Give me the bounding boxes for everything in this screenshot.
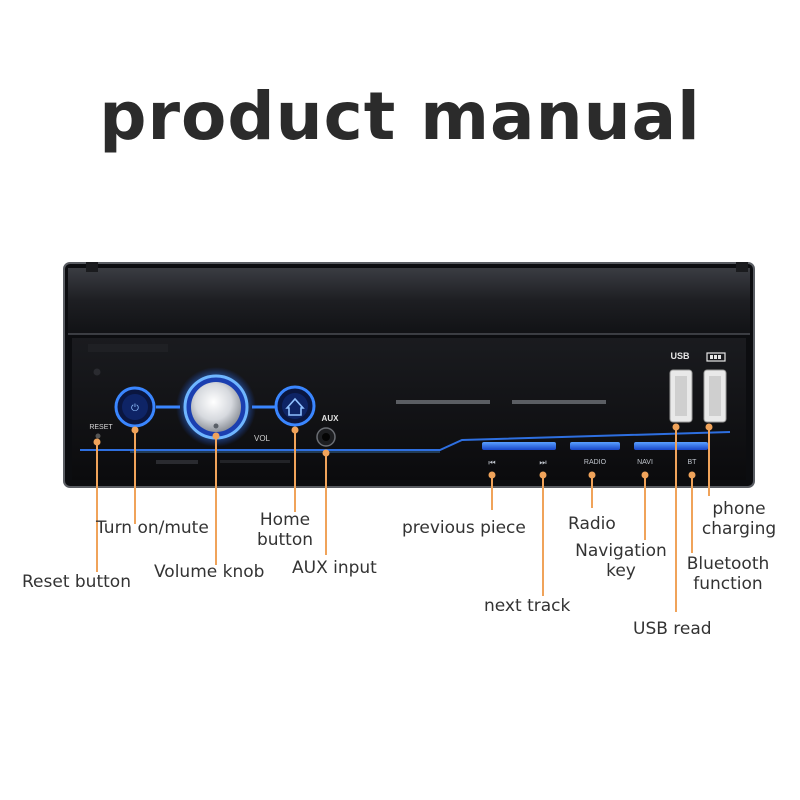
car-stereo-unit [63, 262, 755, 488]
volume-label: VOL [254, 434, 271, 443]
prev-key-icon: ⏮ [488, 458, 495, 467]
aux-label: AUX [322, 414, 340, 423]
callout-previous-piece: previous piece [402, 518, 526, 538]
navi-key[interactable] [634, 442, 708, 450]
callout-bt-line1: Bluetooth [686, 554, 770, 574]
aux-jack[interactable] [316, 427, 336, 447]
home-button[interactable] [274, 385, 316, 427]
callout-home-button: Home button [250, 510, 320, 550]
callout-bluetooth-function: Bluetooth function [676, 554, 780, 594]
usb-port-read[interactable] [669, 369, 693, 423]
callout-turn-on-mute: Turn on/mute [96, 518, 209, 538]
callout-reset-button: Reset button [22, 572, 131, 592]
power-mute-button[interactable] [114, 386, 156, 428]
next-key-icon: ⏭ [539, 458, 546, 467]
reset-label: RESET [89, 424, 113, 431]
callout-phone-line2: charging [701, 519, 777, 539]
navi-key-label: NAVI [637, 459, 653, 466]
callout-home-line2: button [256, 530, 314, 550]
callout-dots [93, 423, 713, 479]
radio-key[interactable] [570, 442, 620, 450]
callout-usb-read: USB read [633, 619, 712, 639]
callout-bt-line2: function [693, 574, 763, 594]
callout-radio: Radio [568, 514, 616, 534]
callout-navi-line2: key [606, 561, 636, 581]
radio-key-label: RADIO [584, 459, 607, 466]
callout-next-track: next track [484, 596, 571, 616]
bt-key-label: BT [688, 459, 698, 466]
callout-volume-knob: Volume knob [154, 562, 265, 582]
usb-label: USB [670, 351, 690, 361]
callout-navigation-key: Navigation key [564, 541, 678, 581]
home-icon [285, 397, 305, 416]
usb-port-charging[interactable] [703, 369, 727, 423]
callout-phone-charging: phone charging [694, 499, 784, 539]
prev-next-key[interactable] [482, 442, 556, 450]
volume-knob[interactable] [156, 367, 276, 447]
callout-navi-line1: Navigation [575, 541, 667, 561]
callout-home-line1: Home [259, 510, 311, 530]
power-icon: ⏻ [131, 403, 139, 414]
callout-aux-input: AUX input [292, 558, 377, 578]
page-title: product manual [99, 78, 701, 155]
callout-phone-line1: phone [712, 499, 766, 519]
battery-icon [706, 352, 726, 362]
reset-hole[interactable] [95, 433, 101, 439]
callout-leaders [96, 427, 710, 612]
